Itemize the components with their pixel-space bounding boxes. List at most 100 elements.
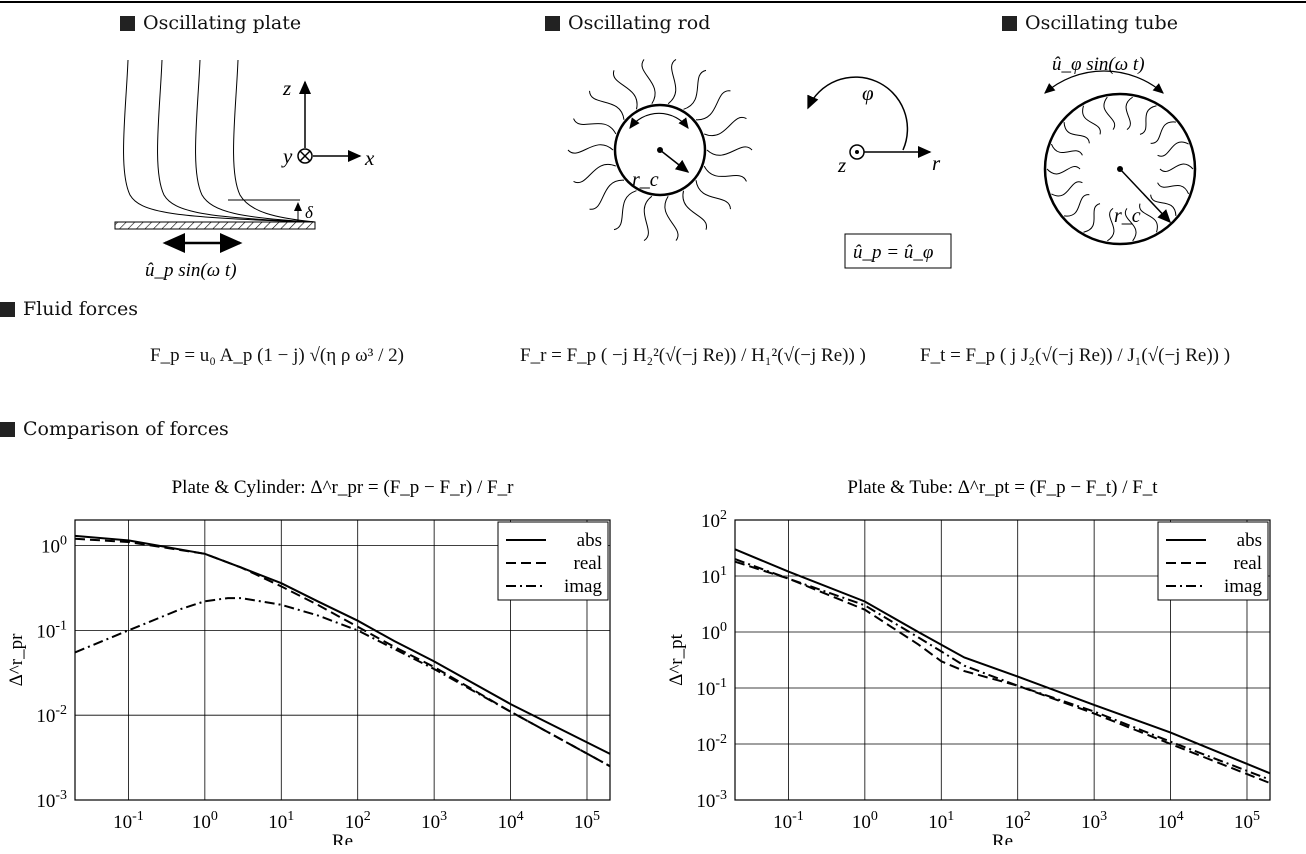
- rod-flow-line: [589, 179, 625, 210]
- rod-flow-line: [613, 70, 638, 110]
- x-tick-label: 100: [852, 809, 878, 833]
- z-axis-label: z: [282, 76, 291, 100]
- rod-flow-line: [641, 59, 656, 104]
- chart-title: Plate & Cylinder: Δ^r_pr = (F_p − F_r) /…: [172, 477, 514, 498]
- tube-flow-line: [1051, 181, 1083, 197]
- y-tick-label: 100: [41, 534, 67, 558]
- tube-flow-line: [1082, 105, 1101, 135]
- header-oscillating-rod: Oscillating rod: [545, 12, 710, 34]
- boxed-relation: û_p = û_φ: [853, 242, 933, 263]
- rod-flow-line: [643, 195, 653, 242]
- series-line-real: [734, 560, 1271, 785]
- rod-flow-line: [589, 90, 625, 120]
- tube-flow-line: [1150, 194, 1177, 216]
- x-tick-label: 105: [1234, 809, 1260, 833]
- x-axis-label: x: [364, 146, 375, 170]
- rod-flow-line: [683, 69, 707, 110]
- phi-arc-arrow: [807, 76, 909, 151]
- rod-flow-line: [613, 190, 637, 231]
- y-tick-label: 10-1: [36, 618, 67, 642]
- header-fluid-forces: Fluid forces: [0, 298, 138, 320]
- y-tick-label: 10-3: [696, 788, 727, 812]
- rod-rotation-arrow: [629, 112, 689, 129]
- bullet-icon: [545, 15, 560, 31]
- rod-flow-line: [682, 190, 707, 230]
- rod-radius-label: r_c: [632, 169, 659, 191]
- y-tick-label: 100: [701, 620, 727, 644]
- tube-flow-line: [1157, 182, 1190, 195]
- x-tick-label: 104: [1158, 809, 1184, 833]
- x-tick-label: 103: [1081, 809, 1107, 833]
- series-line-imag: [74, 597, 611, 768]
- legend-label-abs: abs: [577, 530, 602, 551]
- header-fluid-forces-label: Fluid forces: [23, 298, 138, 320]
- tube-flow-line: [1125, 96, 1133, 131]
- y-tick-label: 10-1: [696, 676, 727, 700]
- x-tick-label: 102: [345, 809, 371, 833]
- tube-flow-line: [1159, 163, 1194, 172]
- x-axis-label: Re: [992, 831, 1013, 845]
- x-tick-label: 102: [1005, 809, 1031, 833]
- polar-z-label: z: [837, 153, 846, 177]
- tube-flow-line: [1157, 141, 1189, 157]
- header-comparison-of-forces: Comparison of forces: [0, 418, 229, 440]
- rod-flow-line: [667, 58, 677, 105]
- rod-flow-line: [573, 163, 617, 184]
- delta-label: δ: [305, 203, 314, 222]
- rod-flow-line: [706, 146, 753, 156]
- rod-flow-line: [573, 118, 617, 135]
- rod-flow-line: [695, 90, 731, 121]
- tube-rotation-arrow: [1044, 70, 1164, 94]
- rod-flow-line: [695, 180, 731, 210]
- plot-frame: [74, 519, 611, 801]
- series-line-abs: [74, 534, 611, 755]
- tube-flow-line: [1124, 208, 1137, 242]
- x-tick-label: 103: [421, 809, 447, 833]
- y-axis-label: Δ^r_pr: [6, 633, 27, 686]
- header-oscillating-tube-label: Oscillating tube: [1025, 12, 1178, 34]
- rod-radius-arrow: [659, 149, 690, 173]
- plate-body: [114, 221, 316, 230]
- rod-flow-line: [664, 196, 679, 241]
- boxed-relation-frame: [844, 233, 952, 269]
- schematic-diagrams: δ û_p sin(ω t) z y x r_c φ: [114, 54, 1197, 281]
- tube-radius-arrow: [1119, 168, 1172, 224]
- tube-flow-line: [1150, 121, 1176, 144]
- x-tick-label: 104: [498, 809, 524, 833]
- chart-title: Plate & Tube: Δ^r_pt = (F_p − F_t) / F_t: [847, 477, 1158, 498]
- y-tick-label: 102: [701, 508, 727, 532]
- rod-flow-line: [703, 165, 747, 182]
- header-comparison-label: Comparison of forces: [23, 418, 229, 440]
- header-oscillating-plate-label: Oscillating plate: [143, 12, 302, 34]
- y-tick-label: 10-2: [36, 703, 67, 727]
- x-tick-label: 101: [268, 809, 294, 833]
- y-tick-label: 101: [701, 564, 727, 588]
- tube-velocity-label: û_φ sin(ω t): [1052, 54, 1145, 75]
- tube-flow-line: [1050, 143, 1083, 156]
- tube-flow-line: [1107, 207, 1115, 242]
- header-oscillating-rod-label: Oscillating rod: [568, 12, 711, 34]
- tube-flow-line: [1103, 96, 1116, 130]
- legend-label-abs: abs: [1237, 530, 1262, 551]
- phi-label: φ: [862, 81, 874, 105]
- y-axis-label: y: [281, 144, 293, 168]
- x-axis-label: Re: [332, 831, 353, 845]
- header-oscillating-plate: Oscillating plate: [120, 12, 301, 34]
- equation-plate-force: F_p = u₀ A_p (1 − j) √(η ρ ω³ / 2): [150, 345, 404, 366]
- plate-velocity-label: û_p sin(ω t): [145, 260, 237, 281]
- legend-label-imag: imag: [564, 576, 602, 597]
- rod-diagram: r_c: [567, 58, 753, 242]
- top-rule: [0, 1, 1306, 3]
- tube-flow-line: [1139, 203, 1158, 233]
- tube-flow-line: [1063, 122, 1090, 144]
- bullet-icon: [0, 421, 15, 437]
- legend-box: [1157, 521, 1269, 601]
- bullet-icon: [1002, 15, 1017, 31]
- legend-box: [497, 521, 609, 601]
- y-tick-label: 10-3: [36, 788, 67, 812]
- equation-rod-force: F_r = F_p ( −j H₂²(√(−j Re)) / H₁²(√(−j …: [520, 345, 866, 366]
- plot-frame: [734, 519, 1271, 801]
- polar-coordinates: φ z r û_p = û_φ: [807, 76, 952, 269]
- x-tick-label: 101: [928, 809, 954, 833]
- tube-diagram: û_φ sin(ω t) r_c: [1043, 54, 1197, 246]
